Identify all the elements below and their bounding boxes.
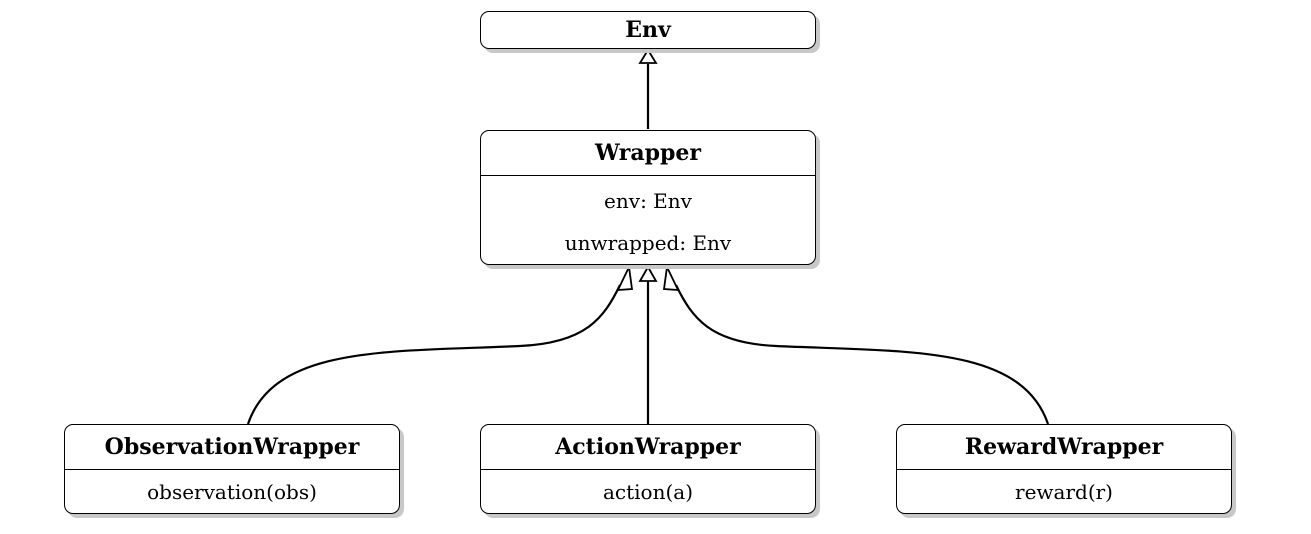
observation-wrapper-class-box: ObservationWrapper observation(obs)	[64, 424, 400, 514]
wrapper-class-title: Wrapper	[595, 140, 701, 166]
action-wrapper-method: action(a)	[481, 469, 815, 513]
reward-wrapper-method: reward(r)	[897, 469, 1231, 513]
action-wrapper-class-box: ActionWrapper action(a)	[480, 424, 816, 514]
env-class-title: Env	[625, 17, 671, 43]
reward-wrapper-class-box: RewardWrapper reward(r)	[896, 424, 1232, 514]
inheritance-arrowhead-action	[638, 265, 658, 282]
edge-observation-wrapper-to-wrapper	[246, 284, 621, 425]
observation-wrapper-method: observation(obs)	[65, 469, 399, 513]
wrapper-attribute-env: env: Env	[604, 189, 692, 213]
wrapper-attribute-unwrapped: unwrapped: Env	[564, 231, 732, 255]
wrapper-attributes-section: env: Env unwrapped: Env	[481, 175, 815, 264]
env-class-box: Env	[480, 11, 816, 49]
inheritance-arrowhead-observation	[616, 263, 634, 292]
observation-wrapper-class-title: ObservationWrapper	[104, 434, 360, 460]
inheritance-arrowhead-reward	[662, 263, 680, 292]
reward-wrapper-class-title: RewardWrapper	[964, 434, 1164, 460]
wrapper-class-box: Wrapper env: Env unwrapped: Env	[480, 130, 816, 265]
inheritance-arrowhead-env	[638, 48, 658, 64]
edge-reward-wrapper-to-wrapper	[675, 284, 1050, 425]
action-wrapper-class-title: ActionWrapper	[555, 434, 741, 460]
